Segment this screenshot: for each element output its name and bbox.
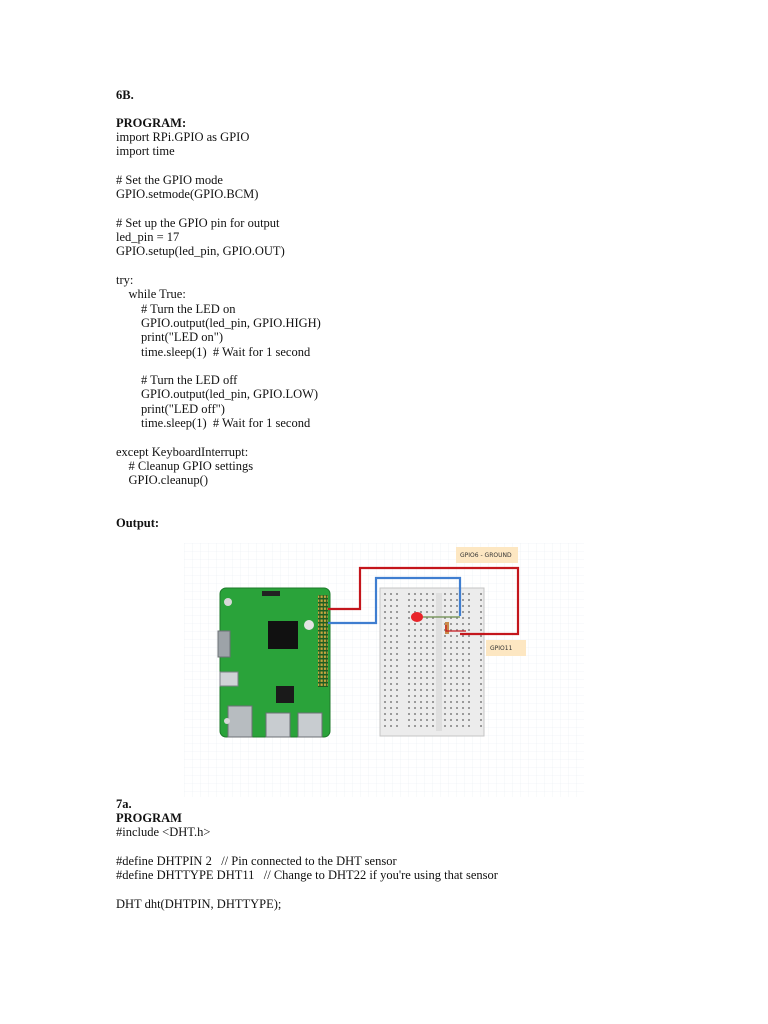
usb-port-2: [297, 712, 323, 738]
output-label: Output:: [116, 516, 160, 530]
hdmi-port: [217, 630, 231, 658]
code-line: # Cleanup GPIO settings: [116, 458, 254, 473]
label-gpio-box: [486, 640, 526, 656]
code-line: # Turn the LED on: [116, 301, 236, 316]
section-heading-7a: 7a.: [116, 797, 132, 811]
blue-wire: [328, 576, 462, 625]
code-line: print("LED off"): [116, 401, 225, 416]
code-line: # Turn the LED off: [116, 373, 238, 388]
code-line: GPIO.setmode(GPIO.BCM): [116, 187, 259, 202]
code-line: # Set the GPIO mode: [116, 172, 223, 187]
usb-port-1: [265, 712, 291, 738]
program-label-6b: PROGRAM:: [116, 116, 187, 130]
code-line: GPIO.output(led_pin, GPIO.LOW): [116, 387, 319, 402]
code-line: time.sleep(1) # Wait for 1 second: [116, 416, 311, 430]
section-heading-6b: 6B.: [116, 88, 134, 102]
red-wire: [328, 566, 520, 636]
breadboard: [379, 587, 485, 737]
code-line: import RPi.GPIO as GPIO: [116, 130, 250, 144]
code-line: DHT dht(DHTPIN, DHTTYPE);: [116, 896, 282, 911]
code-line: GPIO.cleanup(): [116, 473, 209, 488]
code-line: time.sleep(1) # Wait for 1 second: [116, 344, 311, 359]
code-line: while True:: [116, 287, 186, 302]
code-line: import time: [116, 144, 175, 159]
program-label-7a: PROGRAM: [116, 811, 182, 825]
code-line: # Set up the GPIO pin for output: [116, 215, 280, 230]
circuit-diagram: GPIO6 - GROUND GPIO11: [184, 543, 584, 797]
code-line: #define DHTPIN 2 // Pin connected to the…: [116, 853, 397, 868]
code-line: led_pin = 17: [116, 230, 180, 245]
label-ground-text: GPIO6 - GROUND: [460, 552, 512, 559]
audio-jack: [219, 671, 239, 687]
code-line: try:: [116, 273, 134, 287]
label-ground-box: [456, 547, 518, 563]
label-gpio-text: GPIO11: [490, 645, 513, 652]
red-led: [411, 612, 423, 622]
raspberry-pi-board: [217, 587, 331, 738]
code-line: #include <DHT.h>: [116, 825, 211, 839]
usb-chip: [276, 686, 294, 703]
cpu-chip: [268, 621, 298, 649]
code-line: #define DHTTYPE DHT11 // Change to DHT22…: [116, 867, 498, 882]
code-line: print("LED on"): [116, 330, 224, 345]
ethernet-port: [227, 705, 253, 738]
code-line: GPIO.setup(led_pin, GPIO.OUT): [116, 244, 285, 259]
code-line: except KeyboardInterrupt:: [116, 444, 249, 459]
code-line: GPIO.output(led_pin, GPIO.HIGH): [116, 315, 321, 330]
resistor: [445, 622, 449, 634]
